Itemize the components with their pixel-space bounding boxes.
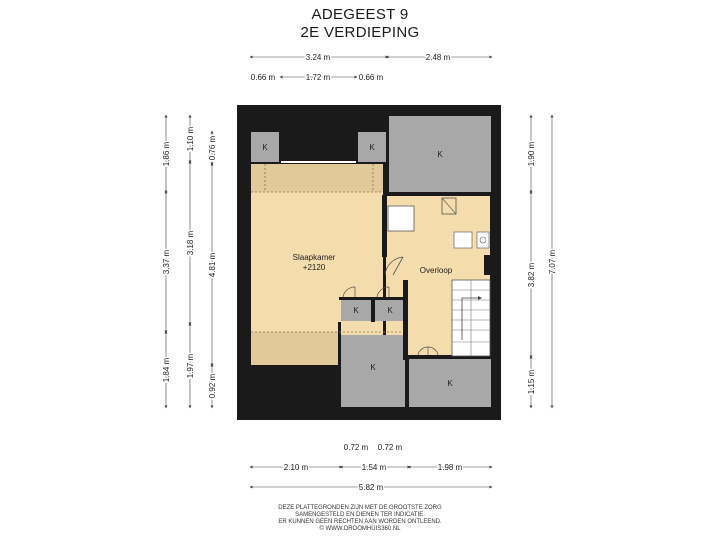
fixture-hatch-diag (441, 197, 457, 215)
dim-left-outer-0: 1.86 m (162, 141, 171, 166)
storage-label-bottom-middle: K (370, 363, 376, 372)
dim-left-inner-2: 0.92 m (208, 373, 217, 398)
dim-bottom-2: 1.98 m (438, 463, 463, 472)
dim-bottom-small-1: 0.72 m (378, 443, 403, 452)
wall-landing-top (386, 192, 491, 196)
landing-name: Overloop (420, 266, 453, 275)
wall-storage-bottom (408, 355, 491, 359)
disclaimer-line-2: SAMENGESTELD EN DIENEN TER INDICATIE. (295, 512, 425, 518)
dim-top-sub-0: 0.66 m (251, 73, 276, 82)
door-bedroom (384, 256, 404, 276)
door-cabinet-right (376, 286, 390, 298)
wall-bottom-storage-left (338, 322, 341, 408)
dim-left-outer-1: 3.37 m (162, 249, 171, 274)
dim-right-inner-1: 3.82 m (527, 262, 536, 287)
dim-right-inner-2: 1.15 m (527, 369, 536, 394)
bedroom-height: +2120 (303, 263, 326, 272)
dim-left-outer-2: 1.84 m (162, 357, 171, 382)
disclaimer-line-1: DEZE PLATTEGRONDEN ZIJN MET DE GROOTSTE … (278, 505, 442, 511)
bedroom-sloped-floor-bottom (251, 332, 341, 365)
storage-label-top-left: K (262, 143, 268, 152)
floor-title: 2E VERDIEPING (300, 24, 420, 41)
storage-label-top-right: K (437, 150, 443, 159)
storage-cabinet-right (375, 299, 405, 321)
dim-right-outer: 7.07 m (548, 249, 557, 274)
storage-top-left (251, 132, 279, 162)
bedroom-sloped-floor-top (251, 164, 383, 192)
dim-bottom-small-0: 0.72 m (344, 443, 369, 452)
staircase (451, 279, 491, 357)
storage-top-right (389, 116, 491, 192)
fixture-appliance (453, 231, 473, 249)
dim-top-0: 3.24 m (306, 53, 331, 62)
wall-bedroom-landing-lower (403, 280, 408, 360)
dim-top-sub-2: 0.66 m (359, 73, 384, 82)
dim-bottom-1: 1.54 m (362, 463, 387, 472)
dim-bottom-total: 5.82 m (359, 483, 384, 492)
disclaimer-line-4: © WWW.DROOMHUIS360.NL (319, 526, 401, 532)
dim-left-inner-1: 4.81 m (208, 252, 217, 277)
dim-left-middle-0: 1.10 m (186, 126, 195, 151)
dim-top-sub-1: 1.72 m (306, 73, 331, 82)
disclaimer-line-3: ER KUNNEN GEEN RECHTEN AAN WORDEN ONTLEE… (278, 519, 442, 525)
door-storage-bottom (417, 346, 439, 356)
storage-bottom-middle (341, 335, 405, 407)
storage-top-middle (358, 132, 386, 162)
storage-label-cabinet-right: K (387, 306, 393, 315)
fixture-basin-drain (479, 236, 487, 244)
dim-bottom-0: 2.10 m (284, 463, 309, 472)
dim-right-inner-0: 1.90 m (527, 141, 536, 166)
storage-label-bottom-right: K (447, 379, 453, 388)
wall-right-notch (484, 255, 494, 275)
fixture-basin (476, 231, 490, 249)
dim-top-1: 2.48 m (426, 53, 451, 62)
bedroom-name: Slaapkamer (293, 253, 336, 262)
storage-label-cabinet-left: K (353, 306, 359, 315)
dim-left-inner-0: 0.76 m (208, 135, 217, 160)
dim-left-middle-2: 1.97 m (186, 353, 195, 378)
door-cabinet-left (342, 286, 356, 298)
storage-label-top-middle: K (369, 143, 375, 152)
storage-cabinet-left (341, 299, 371, 321)
bedroom-floor (251, 164, 383, 365)
storage-bottom-right (409, 359, 491, 407)
address-title: ADEGEEST 9 (311, 6, 409, 23)
dim-left-middle-1: 3.18 m (186, 230, 195, 255)
disclaimer: DEZE PLATTEGRONDEN ZIJN MET DE GROOTSTE … (0, 505, 720, 533)
fixture-cabinet (387, 205, 415, 232)
floor-plan: K K K K K K K Slaapkamer +2120 Overloop (161, 52, 559, 494)
wall-cabinets (339, 297, 407, 300)
wall-bedroom-landing (382, 195, 387, 257)
wall-cabinet-divider (371, 299, 375, 322)
